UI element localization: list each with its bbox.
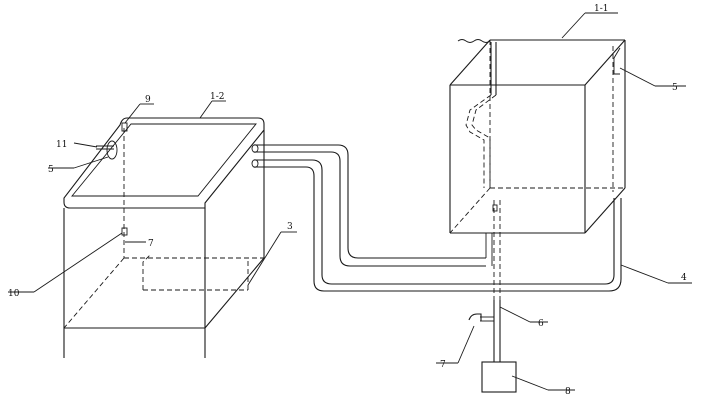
right-tank	[449, 39, 626, 300]
label-pipe-3: 3	[287, 222, 293, 232]
label-tank-right: 1-1	[594, 4, 609, 14]
label-tank-left: 1-2	[210, 92, 225, 102]
label-pipe-6: 6	[538, 319, 544, 329]
pipe-6-assembly	[468, 300, 517, 393]
label-pump-8: 8	[565, 387, 571, 397]
label-valve-left: 7	[148, 239, 154, 249]
label-pipe-4: 4	[681, 273, 687, 283]
label-part-9: 9	[145, 95, 151, 105]
leader-lines	[8, 12, 692, 391]
left-tank	[63, 117, 265, 358]
label-valve-bottom: 7	[440, 360, 446, 370]
label-part-11: 11	[56, 140, 67, 150]
pipe-3	[251, 144, 493, 267]
label-part-5-right: 5	[672, 83, 678, 93]
labels: 1-1 5 1-2 9 11 5 7 10 3 4 6 7 8	[8, 4, 687, 397]
pipe-4	[251, 159, 622, 292]
label-part-5-left: 5	[48, 165, 54, 175]
label-part-10: 10	[8, 289, 20, 299]
